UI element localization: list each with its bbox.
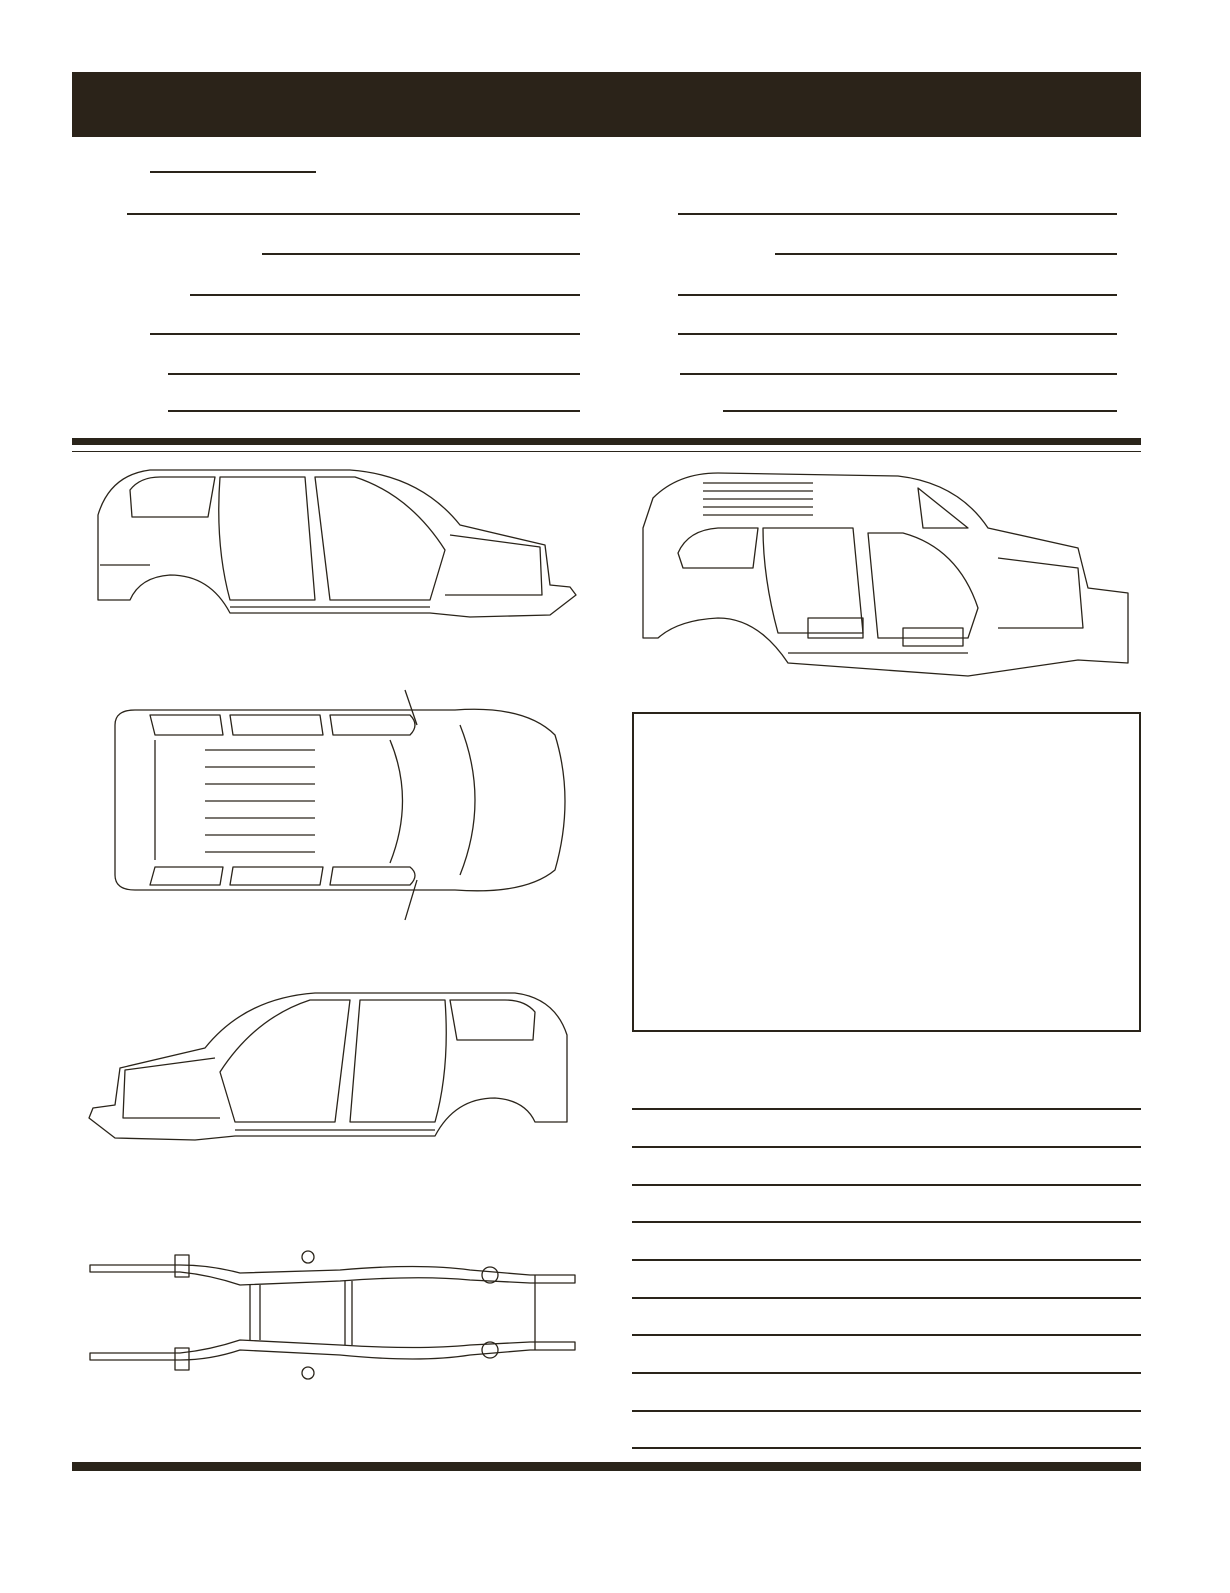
- notes-line[interactable]: [632, 1259, 1141, 1261]
- field-line[interactable]: [168, 410, 580, 412]
- field-line[interactable]: [680, 373, 1117, 375]
- notes-box[interactable]: [632, 712, 1141, 1032]
- field-line[interactable]: [775, 253, 1117, 255]
- notes-line[interactable]: [632, 1221, 1141, 1223]
- field-line[interactable]: [150, 171, 316, 173]
- notes-line[interactable]: [632, 1184, 1141, 1186]
- field-line[interactable]: [262, 253, 580, 255]
- notes-line[interactable]: [632, 1146, 1141, 1148]
- vehicle-side-right-icon[interactable]: [90, 465, 580, 625]
- section-divider-thick: [72, 438, 1141, 445]
- field-line[interactable]: [678, 213, 1117, 215]
- field-line[interactable]: [678, 294, 1117, 296]
- field-line[interactable]: [723, 410, 1117, 412]
- field-line[interactable]: [127, 213, 580, 215]
- field-line[interactable]: [168, 373, 580, 375]
- vehicle-three-quarter-icon[interactable]: [638, 468, 1133, 683]
- notes-line[interactable]: [632, 1108, 1141, 1110]
- notes-line[interactable]: [632, 1334, 1141, 1336]
- field-line[interactable]: [678, 333, 1117, 335]
- field-line[interactable]: [190, 294, 580, 296]
- vehicle-side-left-icon[interactable]: [85, 990, 575, 1145]
- vehicle-top-icon[interactable]: [105, 685, 575, 921]
- footer-bar: [72, 1462, 1141, 1471]
- notes-line[interactable]: [632, 1447, 1141, 1449]
- notes-line[interactable]: [632, 1297, 1141, 1299]
- notes-line[interactable]: [632, 1410, 1141, 1412]
- vehicle-frame-icon[interactable]: [89, 1245, 580, 1390]
- field-line[interactable]: [150, 333, 580, 335]
- header-bar: [72, 72, 1141, 137]
- notes-line[interactable]: [632, 1372, 1141, 1374]
- section-divider-thin: [72, 451, 1141, 452]
